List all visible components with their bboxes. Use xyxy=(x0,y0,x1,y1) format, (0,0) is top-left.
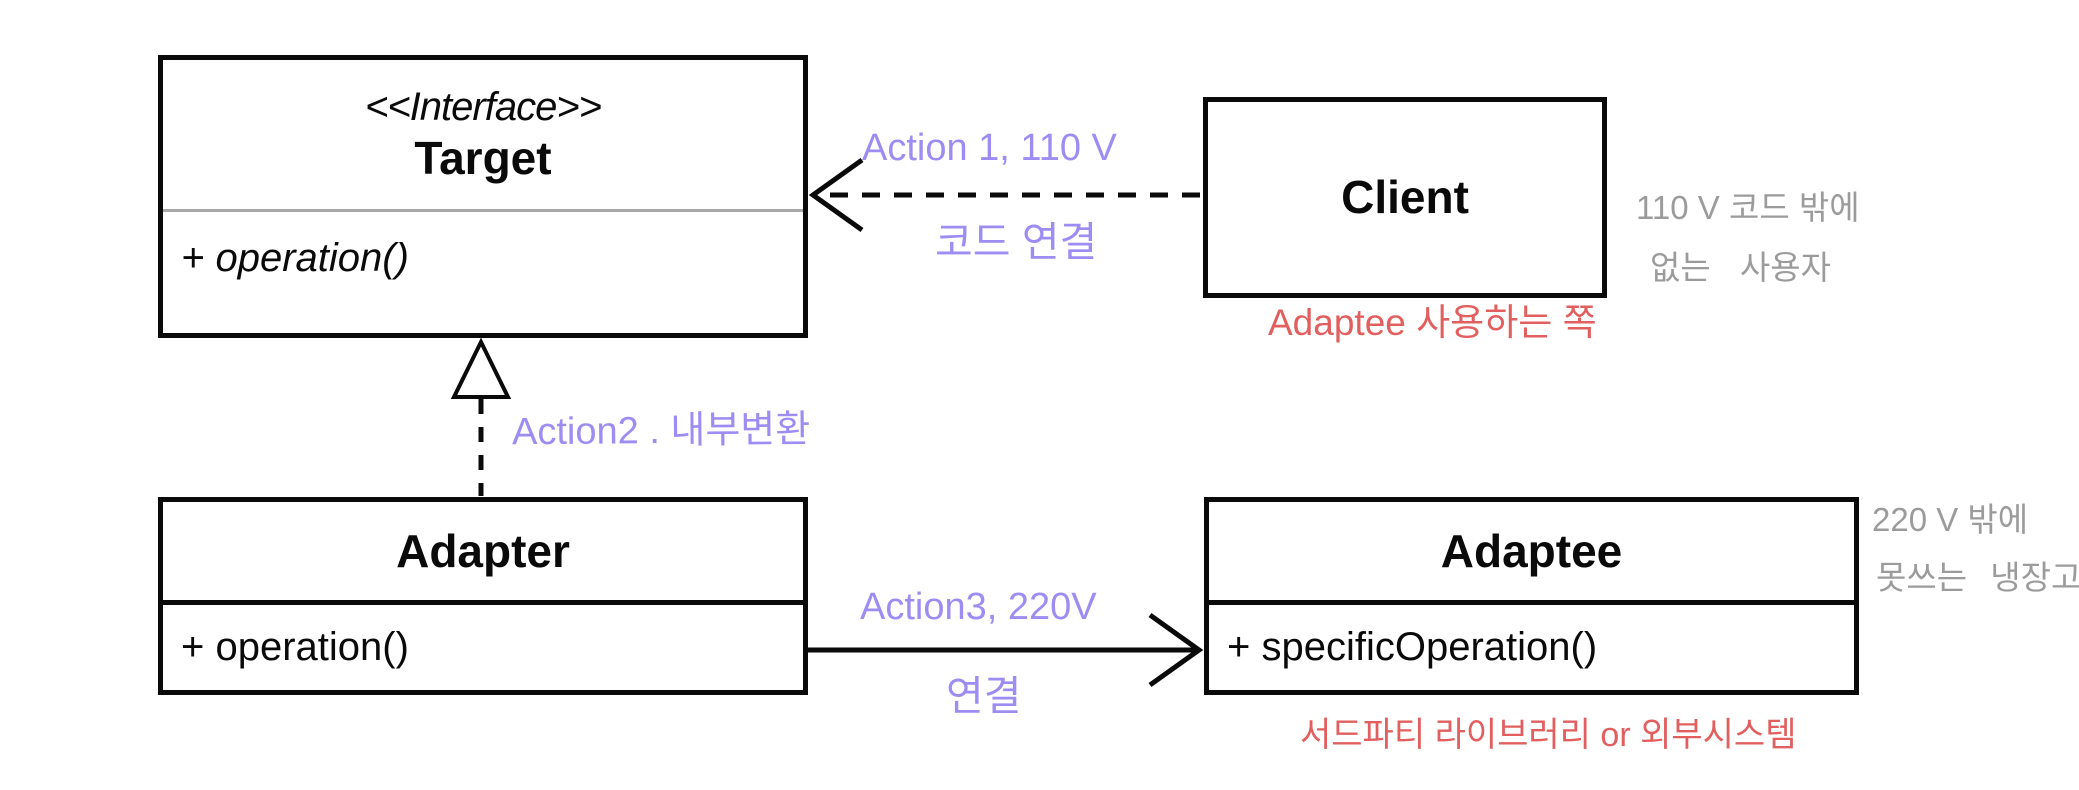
annotation-adaptee-role: 서드파티 라이브러리 or 외부시스템 xyxy=(1300,716,1797,754)
client-class-box: Client xyxy=(1203,97,1607,298)
target-operation: + operation() xyxy=(181,236,409,280)
association-arrow-adapter-to-adaptee xyxy=(808,612,1204,688)
adaptee-class-box: Adaptee + specificOperation() xyxy=(1204,497,1859,695)
annotation-action2: Action2 . 내부변환 xyxy=(511,408,811,454)
open-arrowhead-icon xyxy=(808,157,864,233)
adapter-class-header: Adapter xyxy=(163,502,803,600)
realization-arrow-adapter-to-target xyxy=(450,337,512,496)
annotation-action1-sub: 코드 연결 xyxy=(935,219,1098,265)
annotation-action3-sub: 연결 xyxy=(946,673,1022,719)
adaptee-class-name: Adaptee xyxy=(1440,524,1623,577)
annotation-adaptee-note-line1: 220 V 밖에 xyxy=(1872,501,2029,538)
annotation-client-role: Adaptee 사용하는 쪽 xyxy=(1268,302,1597,343)
adaptee-operation: + specificOperation() xyxy=(1227,625,1598,669)
adapter-compartment-divider xyxy=(163,600,803,605)
target-compartment-divider xyxy=(163,209,803,212)
annotation-action3: Action3, 220V xyxy=(860,586,1097,628)
annotation-client-note-line2: 없는 사용자 xyxy=(1650,249,1831,286)
target-class-header: <<Interface>> Target xyxy=(163,60,803,209)
client-class-name: Client xyxy=(1341,171,1469,224)
adapter-class-name: Adapter xyxy=(396,524,570,577)
open-arrowhead-icon xyxy=(1148,612,1204,688)
annotation-action1: Action 1, 110 V xyxy=(862,127,1117,169)
annotation-client-note-line1: 110 V 코드 밖에 xyxy=(1636,189,1860,226)
adaptee-compartment-divider xyxy=(1209,600,1854,605)
target-class-name: Target xyxy=(414,132,552,185)
adaptee-class-header: Adaptee xyxy=(1209,502,1854,600)
dependency-arrow-client-to-target xyxy=(808,157,1200,233)
target-class-box: <<Interface>> Target + operation() xyxy=(158,55,808,338)
adapter-class-box: Adapter + operation() xyxy=(158,497,808,695)
target-stereotype: <<Interface>> xyxy=(364,85,602,130)
hollow-triangle-arrowhead-icon xyxy=(450,337,512,399)
adapter-operation: + operation() xyxy=(181,625,409,669)
annotation-adaptee-note-line2: 못쓰는 냉장고 xyxy=(1876,559,2079,596)
